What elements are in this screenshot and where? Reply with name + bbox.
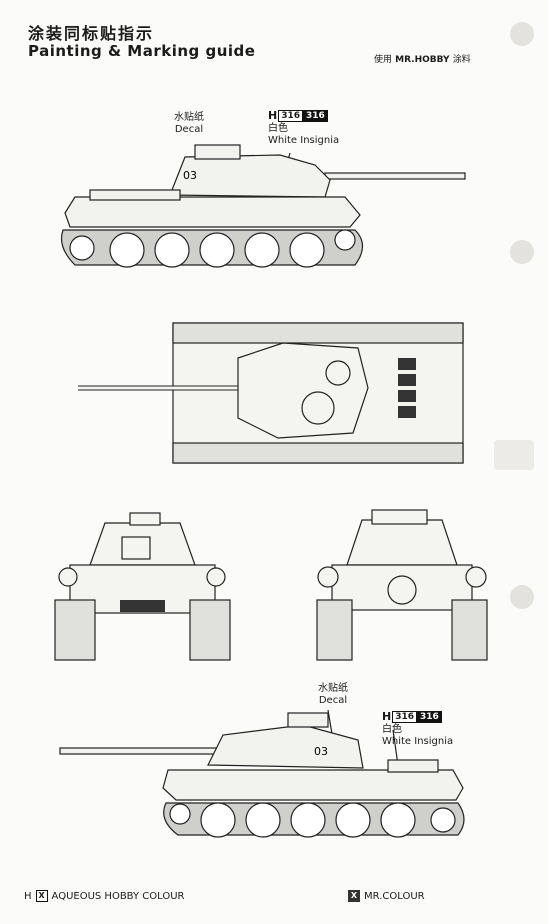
track-guard-right xyxy=(172,442,464,464)
tank-side-view-bottom: 03 xyxy=(59,710,465,838)
decal-label-bottom: 水贴纸 Decal xyxy=(318,683,348,707)
legend-label: AQUEOUS HOBBY COLOUR xyxy=(51,890,185,902)
turret-number: 03 xyxy=(183,169,197,182)
gun-barrel xyxy=(59,747,231,755)
brand-name: MR.HOBBY xyxy=(395,55,450,65)
gun-barrel xyxy=(324,172,466,180)
fuel-drum-right xyxy=(465,566,487,588)
cupola xyxy=(129,512,161,526)
decal-en: Decal xyxy=(174,124,204,135)
road-wheel xyxy=(199,232,235,268)
fuel-tank xyxy=(89,189,181,201)
tank-side-view-top: 03 xyxy=(60,144,466,268)
commander-cupola xyxy=(194,144,241,160)
decal-en: Decal xyxy=(318,695,348,706)
track-right xyxy=(189,599,231,661)
fuel-drum-left xyxy=(317,566,339,588)
color-cn: 白色 xyxy=(382,724,402,735)
decal-label-top: 水贴纸 Decal xyxy=(174,112,204,136)
cupola-top xyxy=(301,391,335,425)
engine-grille xyxy=(398,358,416,370)
road-wheel xyxy=(380,802,416,838)
code-h: H xyxy=(268,109,278,122)
bleed-mark xyxy=(510,240,534,264)
color-code-bottom: H 316 316 白色 White Insignia xyxy=(382,705,453,748)
color-code-top: H 316 316 白色 White Insignia xyxy=(268,104,339,147)
engine-grille xyxy=(398,406,416,418)
road-wheel xyxy=(245,802,281,838)
code-h: H xyxy=(382,710,392,723)
turret xyxy=(207,724,364,769)
code-b: 316 xyxy=(303,109,328,122)
drive-sprocket xyxy=(430,807,456,833)
code-a: 316 xyxy=(278,109,304,122)
turret-top xyxy=(237,342,369,439)
tank-front-view xyxy=(54,512,231,661)
track-left xyxy=(316,599,353,661)
cupola xyxy=(371,509,428,525)
turret-rear xyxy=(346,519,458,566)
decal-cn: 水贴纸 xyxy=(318,683,348,694)
color-en: White Insignia xyxy=(382,736,454,747)
road-wheel xyxy=(290,802,326,838)
track-right xyxy=(451,599,488,661)
headlight-left xyxy=(58,567,78,587)
turret-number: 03 xyxy=(314,745,328,758)
road-wheel xyxy=(335,802,371,838)
bleed-mark xyxy=(510,585,534,609)
code-a: 316 xyxy=(392,710,418,723)
hull xyxy=(162,769,464,801)
drive-sprocket xyxy=(69,235,95,261)
legend-mr: X MR.COLOUR xyxy=(348,890,425,902)
rear-hatch xyxy=(387,575,417,605)
legend-box: X xyxy=(348,890,360,902)
page-title: Painting & Marking guide xyxy=(28,42,256,60)
fuel-tank xyxy=(387,759,439,773)
leader-line xyxy=(392,729,399,766)
paint-code: H 316 316 xyxy=(268,109,328,122)
commander-cupola xyxy=(287,712,329,728)
color-en: White Insignia xyxy=(268,135,340,146)
color-cn: 白色 xyxy=(268,123,288,134)
hull xyxy=(64,196,361,228)
idler-wheel xyxy=(334,229,356,251)
code-b: 316 xyxy=(417,710,442,723)
brand-prefix: 使用 xyxy=(374,55,393,65)
headlight-right xyxy=(206,567,226,587)
idler-wheel xyxy=(169,803,191,825)
legend-box: X xyxy=(35,890,48,902)
road-wheel xyxy=(154,232,190,268)
hatch-top xyxy=(325,360,351,386)
track-guard-left xyxy=(172,322,464,344)
track-left xyxy=(54,599,96,661)
title-chinese: 涂装同标贴指示 xyxy=(28,24,155,43)
decal-cn: 水贴纸 xyxy=(174,112,204,123)
legend-h: H xyxy=(24,890,32,902)
road-wheel xyxy=(109,232,145,268)
road-wheel xyxy=(289,232,325,268)
paint-code: H 316 316 xyxy=(382,710,442,723)
gun-mantlet xyxy=(121,536,151,560)
tow-cable-box xyxy=(120,600,165,612)
tank-top-view xyxy=(78,322,464,464)
bleed-mark xyxy=(510,22,534,46)
brand-note: 使用 MR.HOBBY 涂料 xyxy=(374,52,471,65)
road-wheel xyxy=(244,232,280,268)
road-wheel xyxy=(200,802,236,838)
bleed-mark xyxy=(494,440,534,470)
legend-label: MR.COLOUR xyxy=(364,890,425,902)
brand-suffix: 涂料 xyxy=(452,55,471,65)
legend-aqueous: H X AQUEOUS HOBBY COLOUR xyxy=(24,890,184,902)
tank-rear-view xyxy=(316,509,488,661)
engine-grille xyxy=(398,374,416,386)
engine-grille xyxy=(398,390,416,402)
